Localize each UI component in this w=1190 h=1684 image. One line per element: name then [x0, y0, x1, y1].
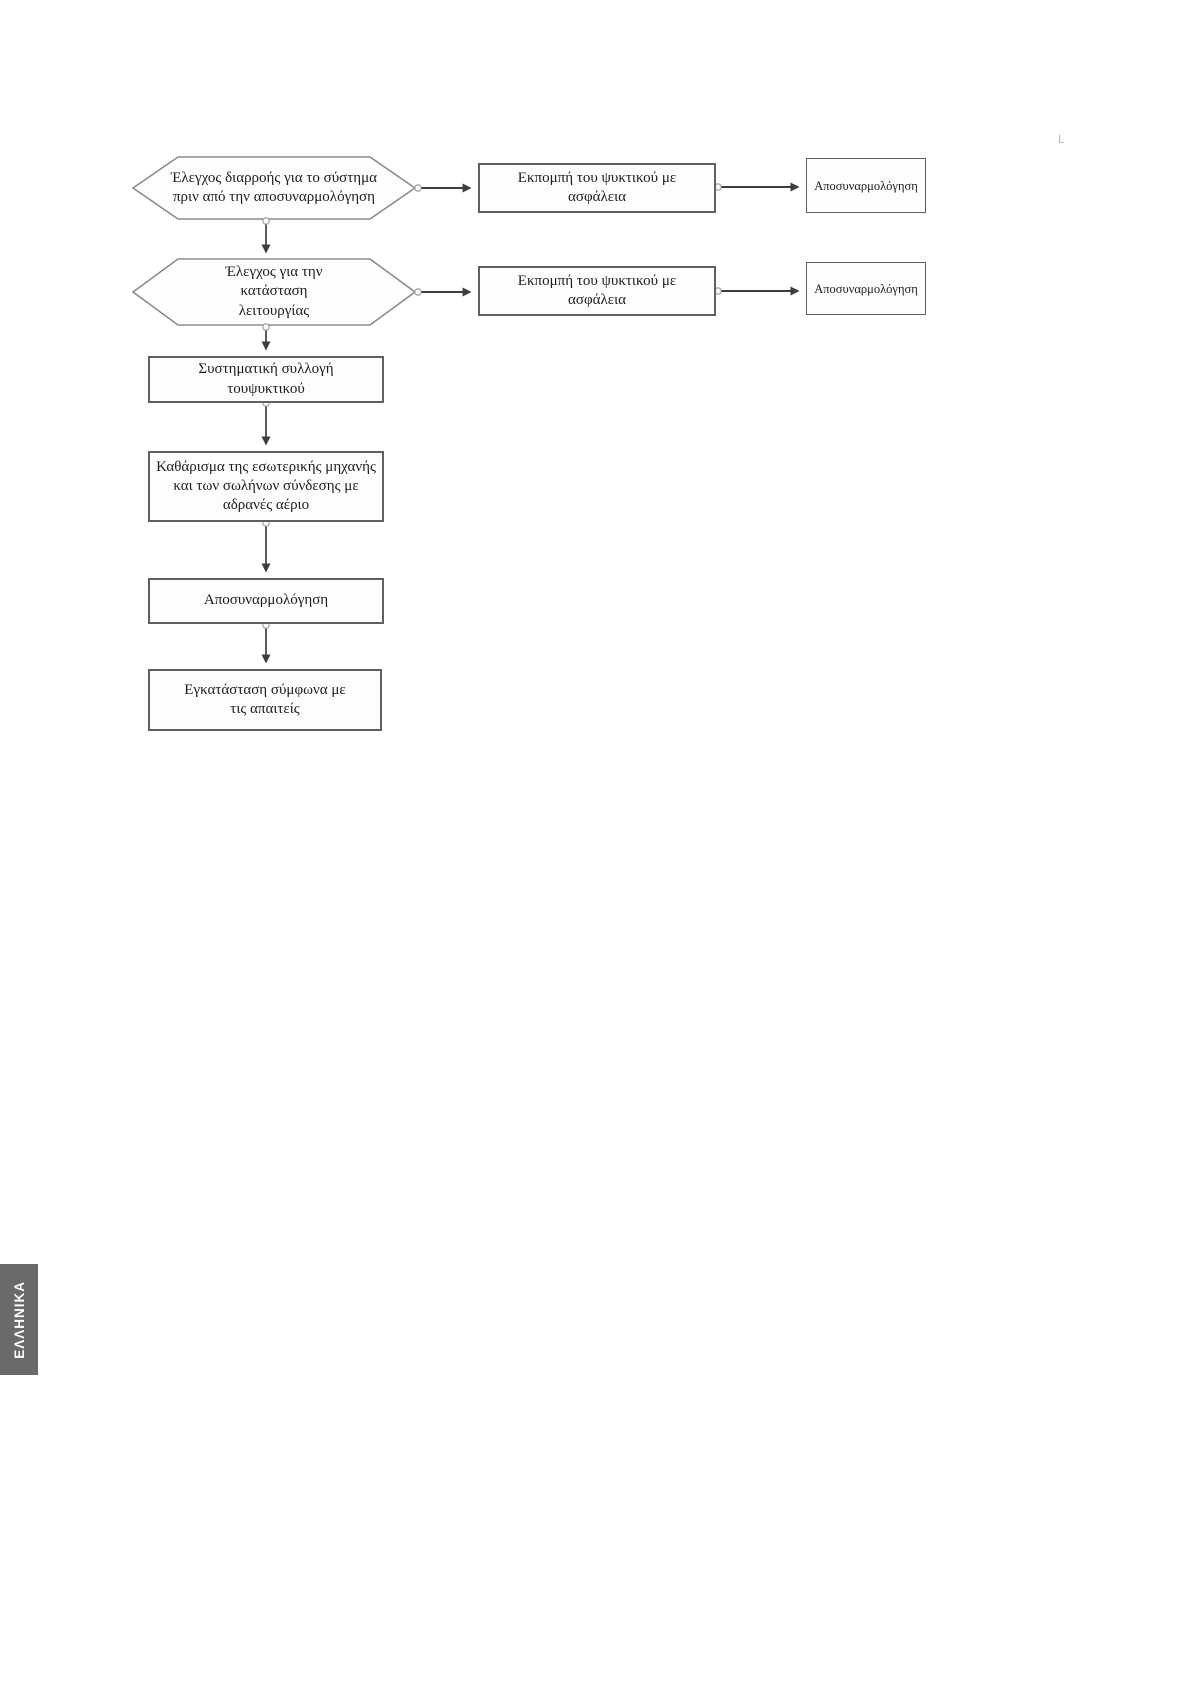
page-corner-mark: L — [1058, 132, 1065, 146]
process-install-per-requirements-label: Εγκατάσταση σύμφωνα με τις απαιτείς — [184, 681, 346, 717]
decision-operation-check-label: Έλεγχος για την κατάσταση λειτουργίας — [225, 264, 323, 319]
process-disassembly-1-label: Αποσυναρμολόγηση — [814, 178, 918, 193]
process-collect-refrigerant-label: Συστηματική συλλογή τουψυκτικού — [198, 361, 334, 397]
decision-operation-check: Έλεγχος για την κατάσταση λειτουργίας — [143, 259, 405, 325]
process-disassembly-1: Αποσυναρμολόγηση — [806, 158, 926, 213]
process-collect-refrigerant: Συστηματική συλλογή τουψυκτικού — [148, 356, 384, 403]
decision-leak-check-label: Έλεγχος διαρροής για το σύστημα πριν από… — [170, 169, 377, 205]
language-tab-greek: ΕΛΛΗΝΙΚΑ — [0, 1264, 38, 1375]
process-install-per-requirements: Εγκατάσταση σύμφωνα με τις απαιτείς — [148, 669, 382, 731]
decision-leak-check: Έλεγχος διαρροής για το σύστημα πριν από… — [143, 157, 405, 219]
process-disassembly-main-label: Αποσυναρμολόγηση — [203, 592, 329, 609]
process-emit-refrigerant-1: Εκπομπή του ψυκτικού με ασφάλεια — [478, 163, 716, 213]
process-disassembly-main: Αποσυναρμολόγηση — [148, 578, 384, 624]
language-tab-label: ΕΛΛΗΝΙΚΑ — [11, 1280, 27, 1359]
connector-dots — [262, 183, 722, 629]
process-emit-refrigerant-2-label: Εκπομπή του ψυκτικού με ασφάλεια — [517, 272, 677, 308]
process-disassembly-2-label: Αποσυναρμολόγηση — [814, 281, 918, 296]
process-purge-inert-gas-label: Καθάρισμα της εσωτερικής μηχανής και των… — [156, 458, 376, 514]
process-disassembly-2: Αποσυναρμολόγηση — [806, 262, 926, 315]
process-purge-inert-gas: Καθάρισμα της εσωτερικής μηχανής και των… — [148, 451, 384, 522]
process-emit-refrigerant-1-label: Εκπομπή του ψυκτικού με ασφάλεια — [517, 169, 677, 205]
process-emit-refrigerant-2: Εκπομπή του ψυκτικού με ασφάλεια — [478, 266, 716, 316]
